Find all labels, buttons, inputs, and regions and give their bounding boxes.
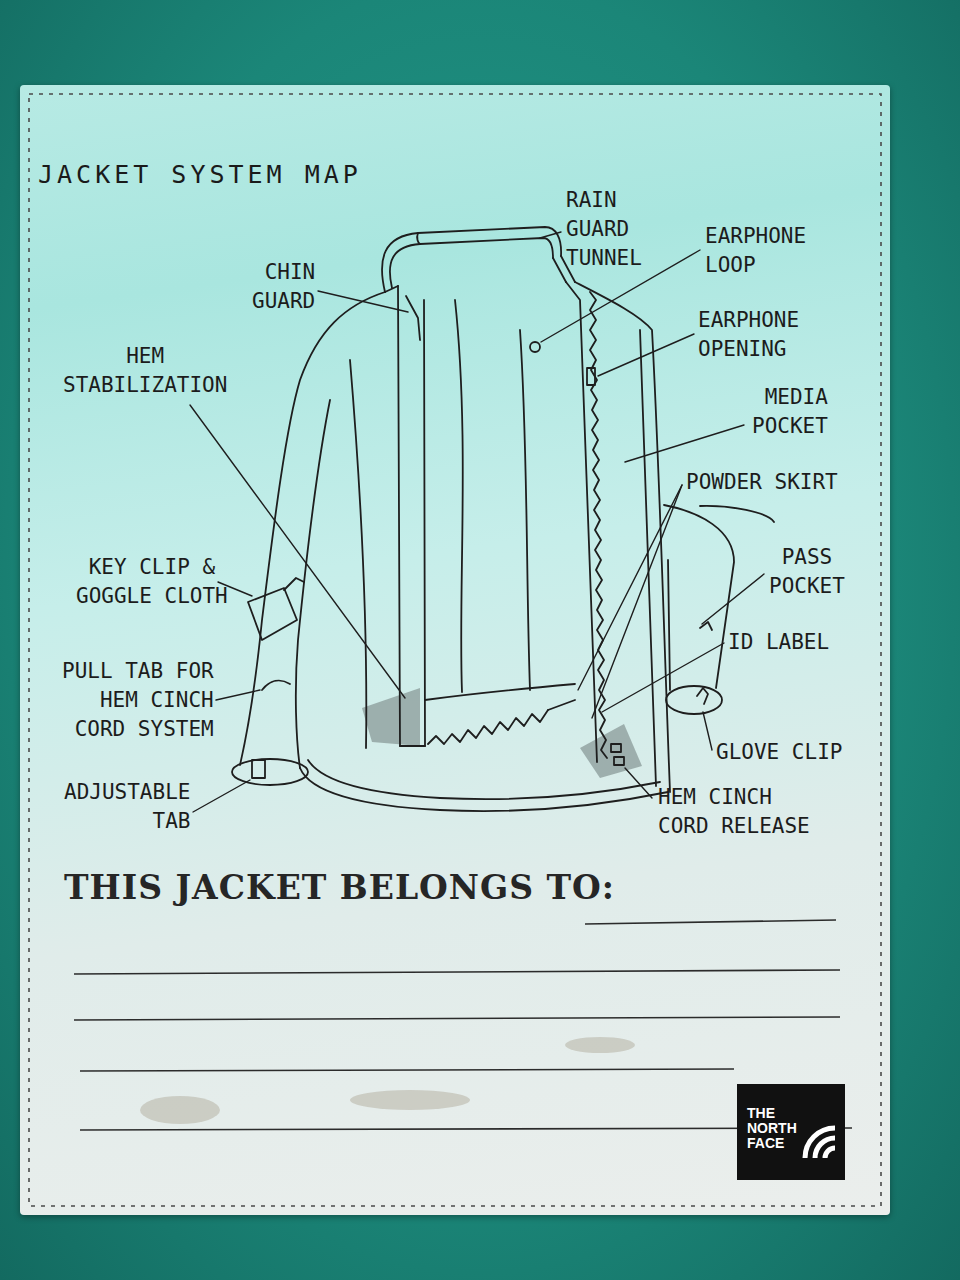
callout-label: PASS POCKET — [768, 543, 846, 601]
logo-arc — [825, 1148, 835, 1158]
callout-label: HEM CINCH CORD RELEASE — [658, 783, 812, 841]
callout-label-box: KEY CLIP & GOGGLE CLOTH — [75, 553, 229, 611]
title: JACKET SYSTEM MAP — [38, 160, 362, 189]
callout-label-box: EARPHONE OPENING — [698, 306, 801, 364]
callout-label: ADJUSTABLE TAB — [62, 778, 190, 836]
callout-label-box: PASS POCKET — [768, 543, 846, 601]
callout-label-box: HEM STABILIZATION — [62, 342, 228, 400]
callout-label-box: POWDER SKIRT — [686, 468, 840, 497]
callout-label: ID LABEL — [728, 628, 831, 657]
owner-heading: THIS JACKET BELONGS TO: — [64, 868, 615, 907]
callout-label: PULL TAB FOR HEM CINCH CORD SYSTEM — [60, 657, 214, 744]
logo-text: THE NORTH FACE — [747, 1106, 805, 1151]
callout-label: POWDER SKIRT — [686, 468, 840, 497]
callout-label: GLOVE CLIP — [716, 738, 844, 767]
title-box: JACKET SYSTEM MAP — [38, 160, 362, 189]
logo-arc — [815, 1138, 835, 1158]
logo-text-holder: THE NORTH FACE — [737, 1084, 845, 1151]
callout-label-box: EARPHONE LOOP — [705, 222, 808, 280]
callout-label: HEM STABILIZATION — [62, 342, 228, 400]
callout-label-box: ID LABEL — [728, 628, 831, 657]
brand-logo: THE NORTH FACE — [737, 1084, 845, 1180]
callout-label-box: RAIN GUARD TUNNEL — [566, 186, 644, 273]
leader-lines — [190, 232, 764, 812]
callout-label: CHIN GUARD — [250, 258, 315, 316]
callout-label: EARPHONE LOOP — [705, 222, 808, 280]
logo-arc — [805, 1128, 835, 1158]
callout-label: MEDIA POCKET — [750, 383, 828, 441]
callout-label: EARPHONE OPENING — [698, 306, 801, 364]
callout-label-box: PULL TAB FOR HEM CINCH CORD SYSTEM — [60, 657, 214, 744]
stains — [140, 1037, 635, 1124]
callout-label-box: HEM CINCH CORD RELEASE — [658, 783, 812, 841]
callout-label: KEY CLIP & GOGGLE CLOTH — [75, 553, 229, 611]
callout-label-box: ADJUSTABLE TAB — [62, 778, 190, 836]
callout-label: RAIN GUARD TUNNEL — [566, 186, 644, 273]
jacket-drawing — [232, 227, 774, 811]
callout-label-box: GLOVE CLIP — [716, 738, 844, 767]
stitching — [29, 94, 881, 1206]
callout-label-box: MEDIA POCKET — [750, 383, 828, 441]
owner-heading-text: THIS JACKET BELONGS TO: — [64, 868, 615, 907]
writing-lines — [74, 920, 852, 1130]
callout-label-box: CHIN GUARD — [250, 258, 315, 316]
